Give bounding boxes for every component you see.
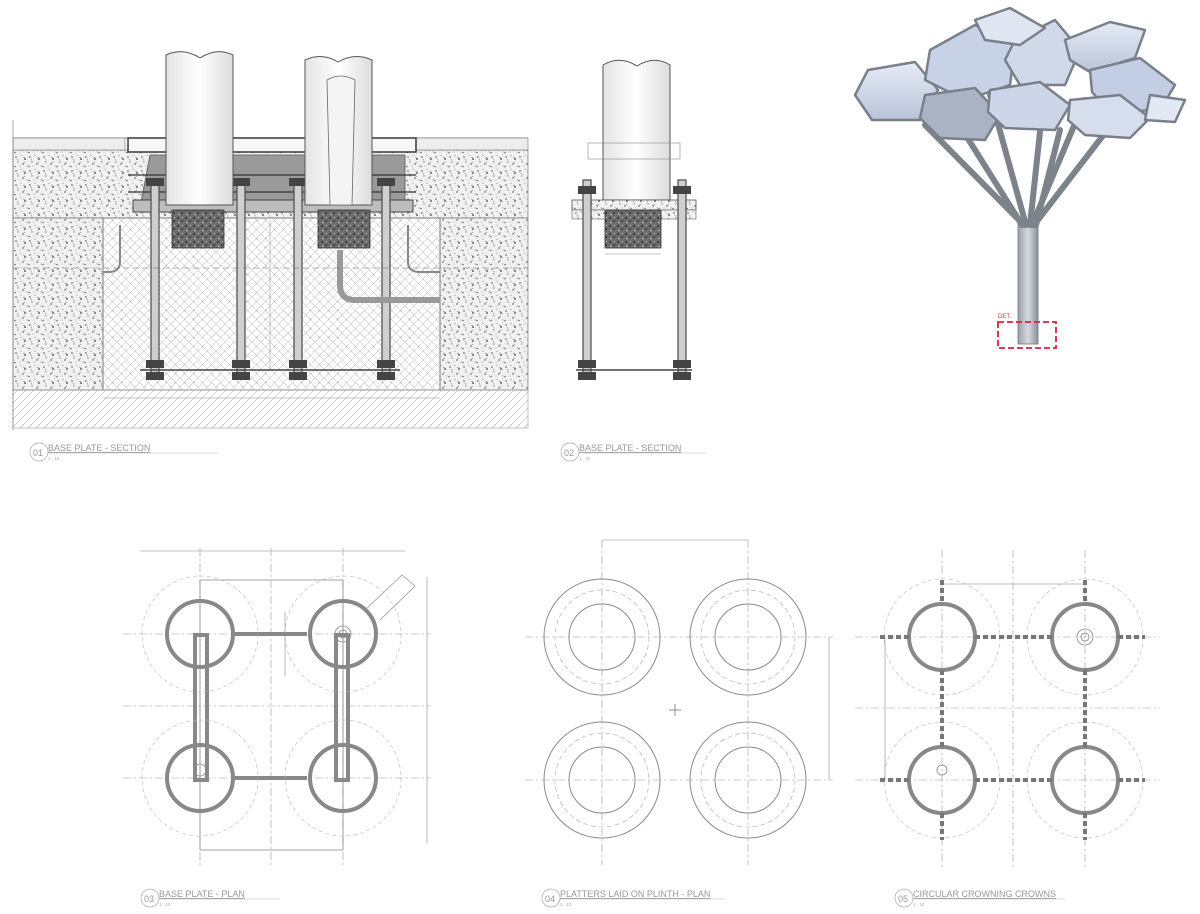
view-scale: 1 : 10 bbox=[48, 456, 60, 461]
view-scale: 1 : 10 bbox=[913, 902, 925, 907]
view-05-circular-crowns-plan bbox=[855, 550, 1160, 870]
view-title: CIRCULAR CROWNING CROWNS bbox=[913, 889, 1056, 899]
view-04-platters-plan bbox=[525, 539, 833, 865]
view-title-03: 03 BASE PLATE - PLAN 1 : 10 bbox=[140, 888, 280, 908]
view-number: 04 bbox=[545, 894, 555, 904]
view-number: 02 bbox=[564, 448, 574, 458]
view-scale: 1 : 10 bbox=[159, 902, 171, 907]
view-title-02: 02 BASE PLATE - SECTION 1 : 10 bbox=[560, 442, 706, 462]
view-title-01: 01 BASE PLATE - SECTION 1 : 10 bbox=[29, 442, 218, 462]
view-03-base-plate-plan bbox=[123, 548, 430, 865]
view-number: 01 bbox=[33, 448, 43, 458]
view-title-05: 05 CIRCULAR CROWNING CROWNS 1 : 10 bbox=[894, 888, 1065, 908]
view-scale: 1 : 10 bbox=[579, 456, 591, 461]
view-02-base-plate-section bbox=[571, 59, 697, 380]
canopy-tree-render: DET. bbox=[853, 6, 1187, 349]
render-callout-label: DET. bbox=[998, 314, 1011, 320]
view-number: 03 bbox=[144, 894, 154, 904]
view-01-base-plate-section bbox=[12, 51, 529, 430]
view-title: BASE PLATE - SECTION bbox=[579, 443, 681, 453]
view-scale: 1 : 10 bbox=[560, 902, 572, 907]
view-title-04: 04 PLATTERS LAID ON PLINTH - PLAN 1 : 10 bbox=[541, 888, 725, 908]
view-number: 05 bbox=[898, 894, 908, 904]
view-title: BASE PLATE - SECTION bbox=[48, 443, 150, 453]
view-title: PLATTERS LAID ON PLINTH - PLAN bbox=[560, 889, 710, 899]
view-title: BASE PLATE - PLAN bbox=[159, 889, 245, 899]
